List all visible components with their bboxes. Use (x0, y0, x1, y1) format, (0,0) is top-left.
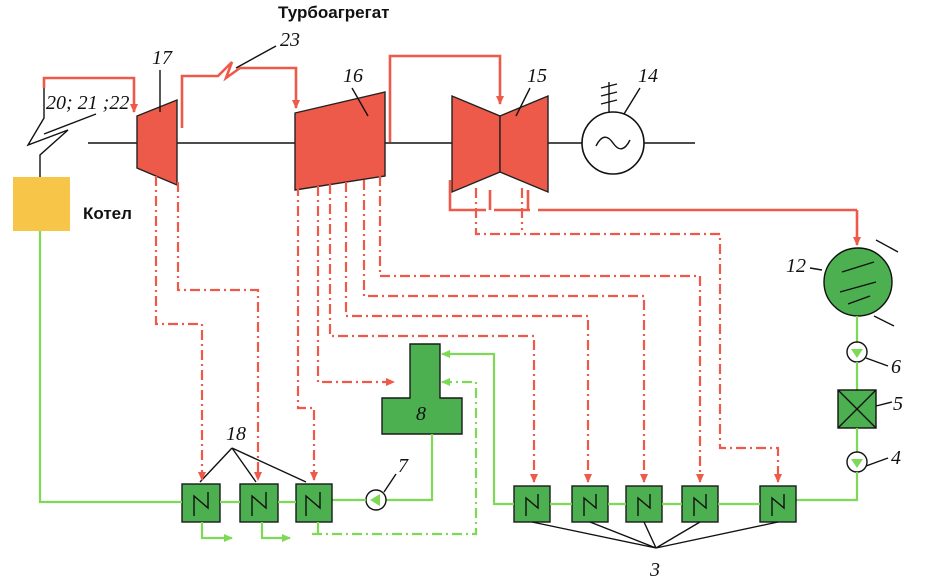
leader-14 (623, 87, 641, 115)
filter-cross (837, 389, 877, 429)
bleed-hp-2 (176, 182, 262, 481)
label-5: 5 (893, 393, 903, 415)
lp-turbine-left (451, 94, 501, 194)
exhaust-line (448, 180, 857, 212)
leader-5 (875, 401, 893, 407)
label-14: 14 (638, 65, 658, 87)
condensate-to-lp-heaters (796, 472, 859, 502)
leader-4 (865, 457, 889, 467)
bleed-ip-2 (316, 186, 395, 386)
condenser-tubes (809, 239, 899, 327)
condenser (823, 247, 893, 317)
hp-drain-cascade-2 (260, 522, 291, 542)
leader-23 (235, 45, 277, 69)
label-4: 4 (891, 447, 901, 469)
lp-turbine-right (499, 94, 549, 194)
generator-sine (595, 136, 631, 150)
label-7: 7 (398, 455, 409, 477)
hp-heaters (181, 483, 333, 523)
feedwater-to-boiler (38, 231, 182, 504)
bleed-ip-1 (296, 186, 318, 481)
label-17: 17 (152, 47, 173, 69)
lp-heaters-leader (531, 521, 779, 549)
hp-drain-cascade (200, 522, 233, 542)
bleed-lp-1 (474, 188, 782, 483)
reheat-line (180, 61, 300, 128)
bleed-hp-1 (154, 176, 206, 481)
leader-7 (383, 473, 397, 493)
label-8: 8 (416, 403, 426, 425)
label-20-21-22: 20; 21 ;22 (46, 92, 129, 114)
heater-drain-line (312, 378, 478, 536)
deaerator (381, 343, 463, 435)
hp-heater-2 (239, 483, 279, 523)
pump-6-triangle (851, 349, 863, 358)
diagram-title: Турбоагрегат (278, 3, 389, 22)
label-18: 18 (226, 423, 246, 445)
boiler-label: Котел (83, 204, 132, 223)
lp-heater-5 (759, 485, 797, 523)
hp-turbine (136, 98, 178, 187)
pump-4-triangle (851, 459, 863, 468)
leader-6 (865, 357, 889, 367)
lp-heater-4 (681, 485, 719, 523)
label-3: 3 (649, 559, 660, 581)
deaerator-outlet (386, 434, 434, 502)
leader-15 (515, 87, 531, 117)
main-steam-line (42, 76, 138, 113)
boiler (13, 177, 70, 231)
lp-heater-2 (571, 485, 609, 523)
exhaust-branch (488, 190, 530, 210)
superheater-coil (26, 88, 69, 177)
label-15: 15 (527, 65, 547, 87)
hp-heaters-leader (199, 447, 307, 483)
label-16: 16 (343, 65, 363, 87)
label-6: 6 (891, 356, 901, 378)
label-23: 23 (280, 29, 300, 51)
feed-pump-triangle (370, 494, 380, 506)
lp-heater-3 (625, 485, 663, 523)
bleed-ip-4 (344, 182, 592, 483)
heat-exchanger-icon (513, 485, 551, 523)
hp-heater-1 (181, 483, 221, 523)
superheater-leader (43, 113, 97, 135)
ip-turbine (294, 91, 386, 191)
label-12: 12 (786, 255, 806, 277)
generator-terminals (600, 82, 618, 112)
bleed-ip-3 (328, 184, 538, 483)
bleed-ip-5 (362, 180, 648, 483)
condensate-to-deaerator (441, 350, 514, 506)
leader-16 (351, 87, 369, 117)
crossover-pipe (388, 54, 504, 142)
bleed-ip-6 (378, 176, 704, 483)
